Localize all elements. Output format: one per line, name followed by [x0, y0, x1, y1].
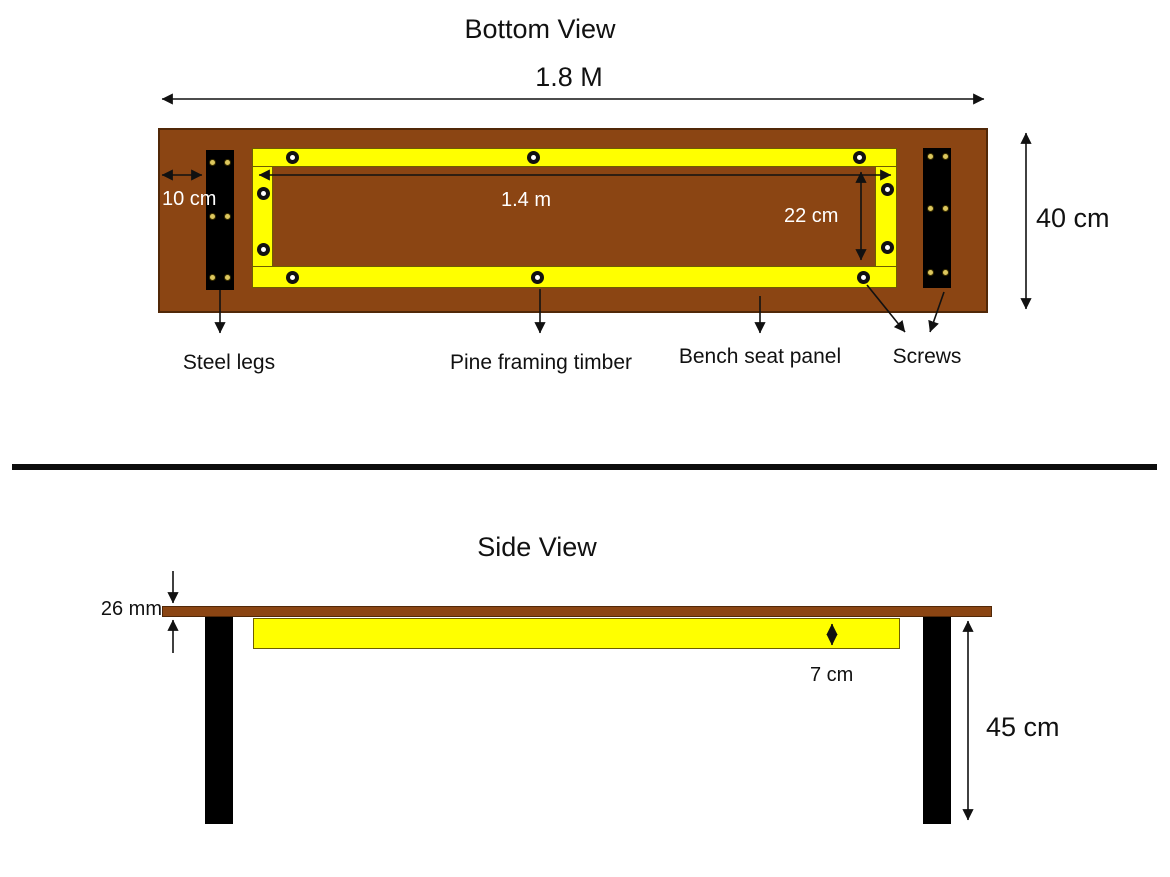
leg-bolt-icon	[942, 153, 949, 160]
steel-leg-left-bottom-view	[206, 150, 234, 290]
leg-bolt-icon	[224, 159, 231, 166]
leg-bolt-icon	[927, 205, 934, 212]
side-view-title: Side View	[477, 532, 597, 562]
overall-width-label: 40 cm	[1036, 203, 1110, 233]
overall-length-label: 1.8 M	[535, 62, 603, 92]
screw-icon	[881, 183, 894, 196]
leg-bolt-icon	[209, 213, 216, 220]
screw-icon	[257, 243, 270, 256]
screw-icon	[527, 151, 540, 164]
leg-height-label: 45 cm	[986, 712, 1060, 742]
screw-icon	[531, 271, 544, 284]
section-divider	[12, 464, 1157, 470]
screw-icon	[853, 151, 866, 164]
pine-framing-callout: Pine framing timber	[449, 351, 633, 374]
leg-bolt-icon	[224, 274, 231, 281]
screw-icon	[881, 241, 894, 254]
screw-icon	[286, 151, 299, 164]
screw-icon	[857, 271, 870, 284]
screw-icon	[257, 187, 270, 200]
leg-bolt-icon	[209, 159, 216, 166]
leg-bolt-icon	[224, 213, 231, 220]
steel-leg-right-bottom-view	[923, 148, 951, 288]
frame-inner-width-label: 22 cm	[784, 205, 839, 227]
frame-depth-label: 7 cm	[810, 664, 854, 686]
leg-bolt-icon	[209, 274, 216, 281]
leg-inset-label: 10 cm	[162, 188, 217, 210]
steel-legs-callout: Steel legs	[182, 351, 276, 374]
pine-frame-side-view	[253, 618, 900, 649]
steel-leg-right-side-view	[923, 617, 951, 824]
screws-callout: Screws	[892, 345, 962, 368]
leg-bolt-icon	[927, 153, 934, 160]
bench-seat-panel-side-view	[162, 606, 992, 617]
bench-seat-panel-callout: Bench seat panel	[678, 345, 842, 368]
frame-length-label: 1.4 m	[500, 189, 552, 211]
leg-bolt-icon	[927, 269, 934, 276]
pine-frame-bottom-rail	[252, 266, 897, 288]
pine-frame-top-rail	[252, 148, 897, 167]
panel-thickness-label: 26 mm	[100, 598, 162, 620]
screw-icon	[286, 271, 299, 284]
steel-leg-left-side-view	[205, 617, 233, 824]
leg-bolt-icon	[942, 205, 949, 212]
bottom-view-title: Bottom View	[464, 14, 616, 44]
leg-bolt-icon	[942, 269, 949, 276]
